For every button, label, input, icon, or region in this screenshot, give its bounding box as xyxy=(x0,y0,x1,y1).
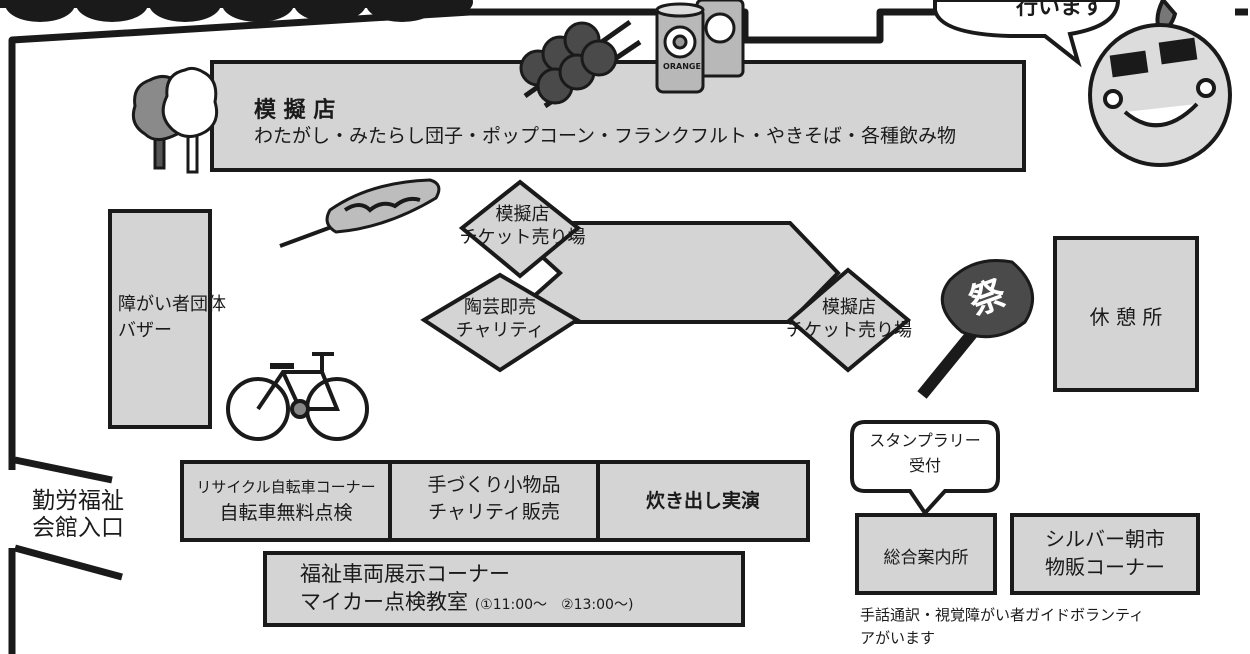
pottery-label: 陶芸即売 チャリティ xyxy=(430,296,570,342)
speech-text: 行います xyxy=(1015,0,1104,20)
mascot-icon xyxy=(1088,0,1232,167)
corn-dog-icon xyxy=(279,178,441,248)
entrance-line2: 会館入口 xyxy=(32,515,124,541)
scallop-decoration xyxy=(0,0,473,22)
welfare-line2: マイカー点検教室 xyxy=(300,590,468,614)
bazaar-box xyxy=(108,209,212,429)
silver-line1: シルバー朝市 xyxy=(1045,527,1165,551)
welfare-label: 福祉車両展示コーナー マイカー点検教室 (①11:00～ ②13:00～) xyxy=(300,560,633,619)
stall-main-box xyxy=(210,60,1026,172)
cooking-label: 炊き出し実演 xyxy=(645,490,760,512)
pottery-diamond xyxy=(420,272,581,373)
footnote: 手話通訳・視覚障がい者ガイドボランティ アがいます xyxy=(860,604,1144,650)
silver-line2: 物販コーナー xyxy=(1045,555,1165,579)
top-speech-bubble xyxy=(933,0,1121,68)
welfare-box xyxy=(263,551,745,627)
dango-icon xyxy=(519,19,642,109)
welfare-times: (①11:00～ ②13:00～) xyxy=(474,597,634,613)
venue-boundary xyxy=(8,8,1248,654)
booth-shapes xyxy=(108,60,1200,627)
silver-label: シルバー朝市 物販コーナー xyxy=(1012,525,1198,581)
cotton-candy-icon xyxy=(131,66,219,174)
bazaar-line1: 障がい者団体 xyxy=(118,294,226,315)
entrance-label: 勤労福祉 会館入口 xyxy=(32,488,124,542)
ticket-diamond-right xyxy=(786,267,912,373)
rest-box xyxy=(1053,236,1199,392)
entrance-wall-bottom xyxy=(14,544,123,581)
info-box xyxy=(855,513,997,595)
stall-main-items: わたがし・みたらし団子・ポップコーン・フランクフルト・やきそば・各種飲み物 xyxy=(254,125,957,147)
festival-fan-icon xyxy=(917,258,1034,399)
can-label: ORANGE xyxy=(663,62,701,71)
bicycle-icon xyxy=(226,352,369,441)
footnote-line1: 手話通訳・視覚障がい者ガイドボランティ xyxy=(860,606,1145,624)
cooking-box xyxy=(596,460,810,542)
pottery-line1: 陶芸即売 xyxy=(464,297,536,318)
stamp-line2: 受付 xyxy=(908,456,941,475)
ticket-top-label: 模擬店 チケット売り場 xyxy=(455,203,590,249)
recycle-box xyxy=(180,460,392,542)
juice-can-icon xyxy=(655,0,745,94)
stamp-bubble-shape xyxy=(850,420,1000,517)
bazaar-line2: バザー xyxy=(118,320,172,341)
entrance-wall-top xyxy=(14,456,113,484)
stamp-line1: スタンプラリー xyxy=(869,431,981,450)
welfare-line1: 福祉車両展示コーナー xyxy=(300,562,510,586)
silver-box xyxy=(1010,513,1200,595)
info-label: 総合案内所 xyxy=(883,548,969,568)
handmade-box xyxy=(388,460,600,542)
recycle-line1: リサイクル自転車コーナー xyxy=(196,478,376,496)
bazaar-label: 障がい者団体 バザー xyxy=(118,292,226,344)
footnote-line2: アがいます xyxy=(860,629,936,647)
handmade-line2: チャリティ販売 xyxy=(428,501,560,523)
ticket-right-line2: チケット売り場 xyxy=(786,320,912,341)
ticket-right-line1: 模擬店 xyxy=(822,297,876,318)
stall-main-title: 模 擬 店 xyxy=(254,98,336,123)
welfare-line2-row: マイカー点検教室 (①11:00～ ②13:00～) xyxy=(300,588,633,619)
ticket-diamond-top xyxy=(458,179,582,279)
handmade-label: 手づくり小物品 チャリティ販売 xyxy=(390,472,598,526)
handmade-line1: 手づくり小物品 xyxy=(427,474,561,496)
entrance-line1: 勤労福祉 xyxy=(32,488,124,514)
ticket-top-line1: 模擬店 xyxy=(495,204,550,225)
ticket-top-line2: チケット売り場 xyxy=(459,227,586,248)
recycle-label: リサイクル自転車コーナー 自転車無料点検 xyxy=(182,474,390,526)
ticket-right-label: 模擬店 チケット売り場 xyxy=(776,296,922,342)
stamp-bubble-label: スタンプラリー 受付 xyxy=(852,428,998,478)
rest-label: 休 憩 所 xyxy=(1089,305,1163,329)
pottery-line2: チャリティ xyxy=(455,320,545,341)
recycle-line2: 自転車無料点検 xyxy=(219,502,353,524)
